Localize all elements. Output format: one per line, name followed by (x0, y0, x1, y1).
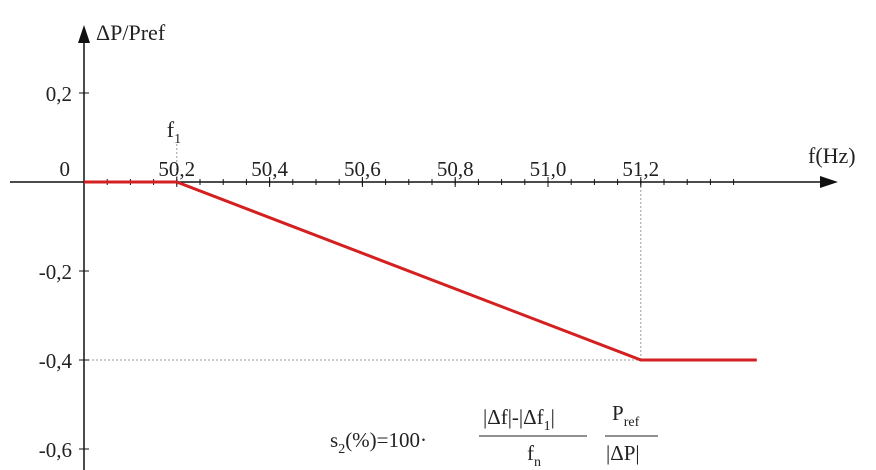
x-ticks: 50,2 50,4 50,6 50,8 51,0 51,2 (158, 157, 659, 187)
y-tick-label: 0 (60, 157, 71, 181)
y-tick-label: -0,2 (39, 260, 72, 284)
formula-frac2-numerator: Pref (612, 401, 640, 430)
x-tick-label: 50,8 (437, 157, 474, 181)
x-axis-label: f(Hz) (808, 143, 856, 168)
y-axis-label: ΔP/Pref (96, 20, 166, 45)
y-tick-label: -0,6 (39, 438, 72, 462)
droop-formula: s2(%)=100· |Δf|-|Δf1| fn Pref |ΔP| (330, 401, 658, 470)
y-tick-label: -0,4 (39, 349, 73, 373)
y-tick-label: 0,2 (46, 82, 72, 106)
y-ticks: 0,2 0 -0,2 -0,4 -0,6 (39, 82, 89, 462)
formula-frac2-denominator: |ΔP| (606, 441, 640, 465)
formula-frac1-numerator: |Δf|-|Δf1| (483, 405, 555, 434)
formula-lhs: s2(%)=100· (330, 428, 427, 457)
y-axis-arrow (78, 25, 90, 43)
x-tick-label: 50,4 (251, 157, 288, 181)
series-line (84, 180, 757, 362)
formula-frac1-denominator: fn (527, 441, 541, 470)
x-tick-label: 51,0 (530, 157, 567, 181)
f1-annotation: f1 (167, 117, 181, 147)
x-tick-label: 50,6 (344, 157, 381, 181)
x-tick-label: 51,2 (622, 157, 659, 181)
x-axis-arrow (820, 176, 838, 188)
x-tick-label: 50,2 (158, 157, 195, 181)
